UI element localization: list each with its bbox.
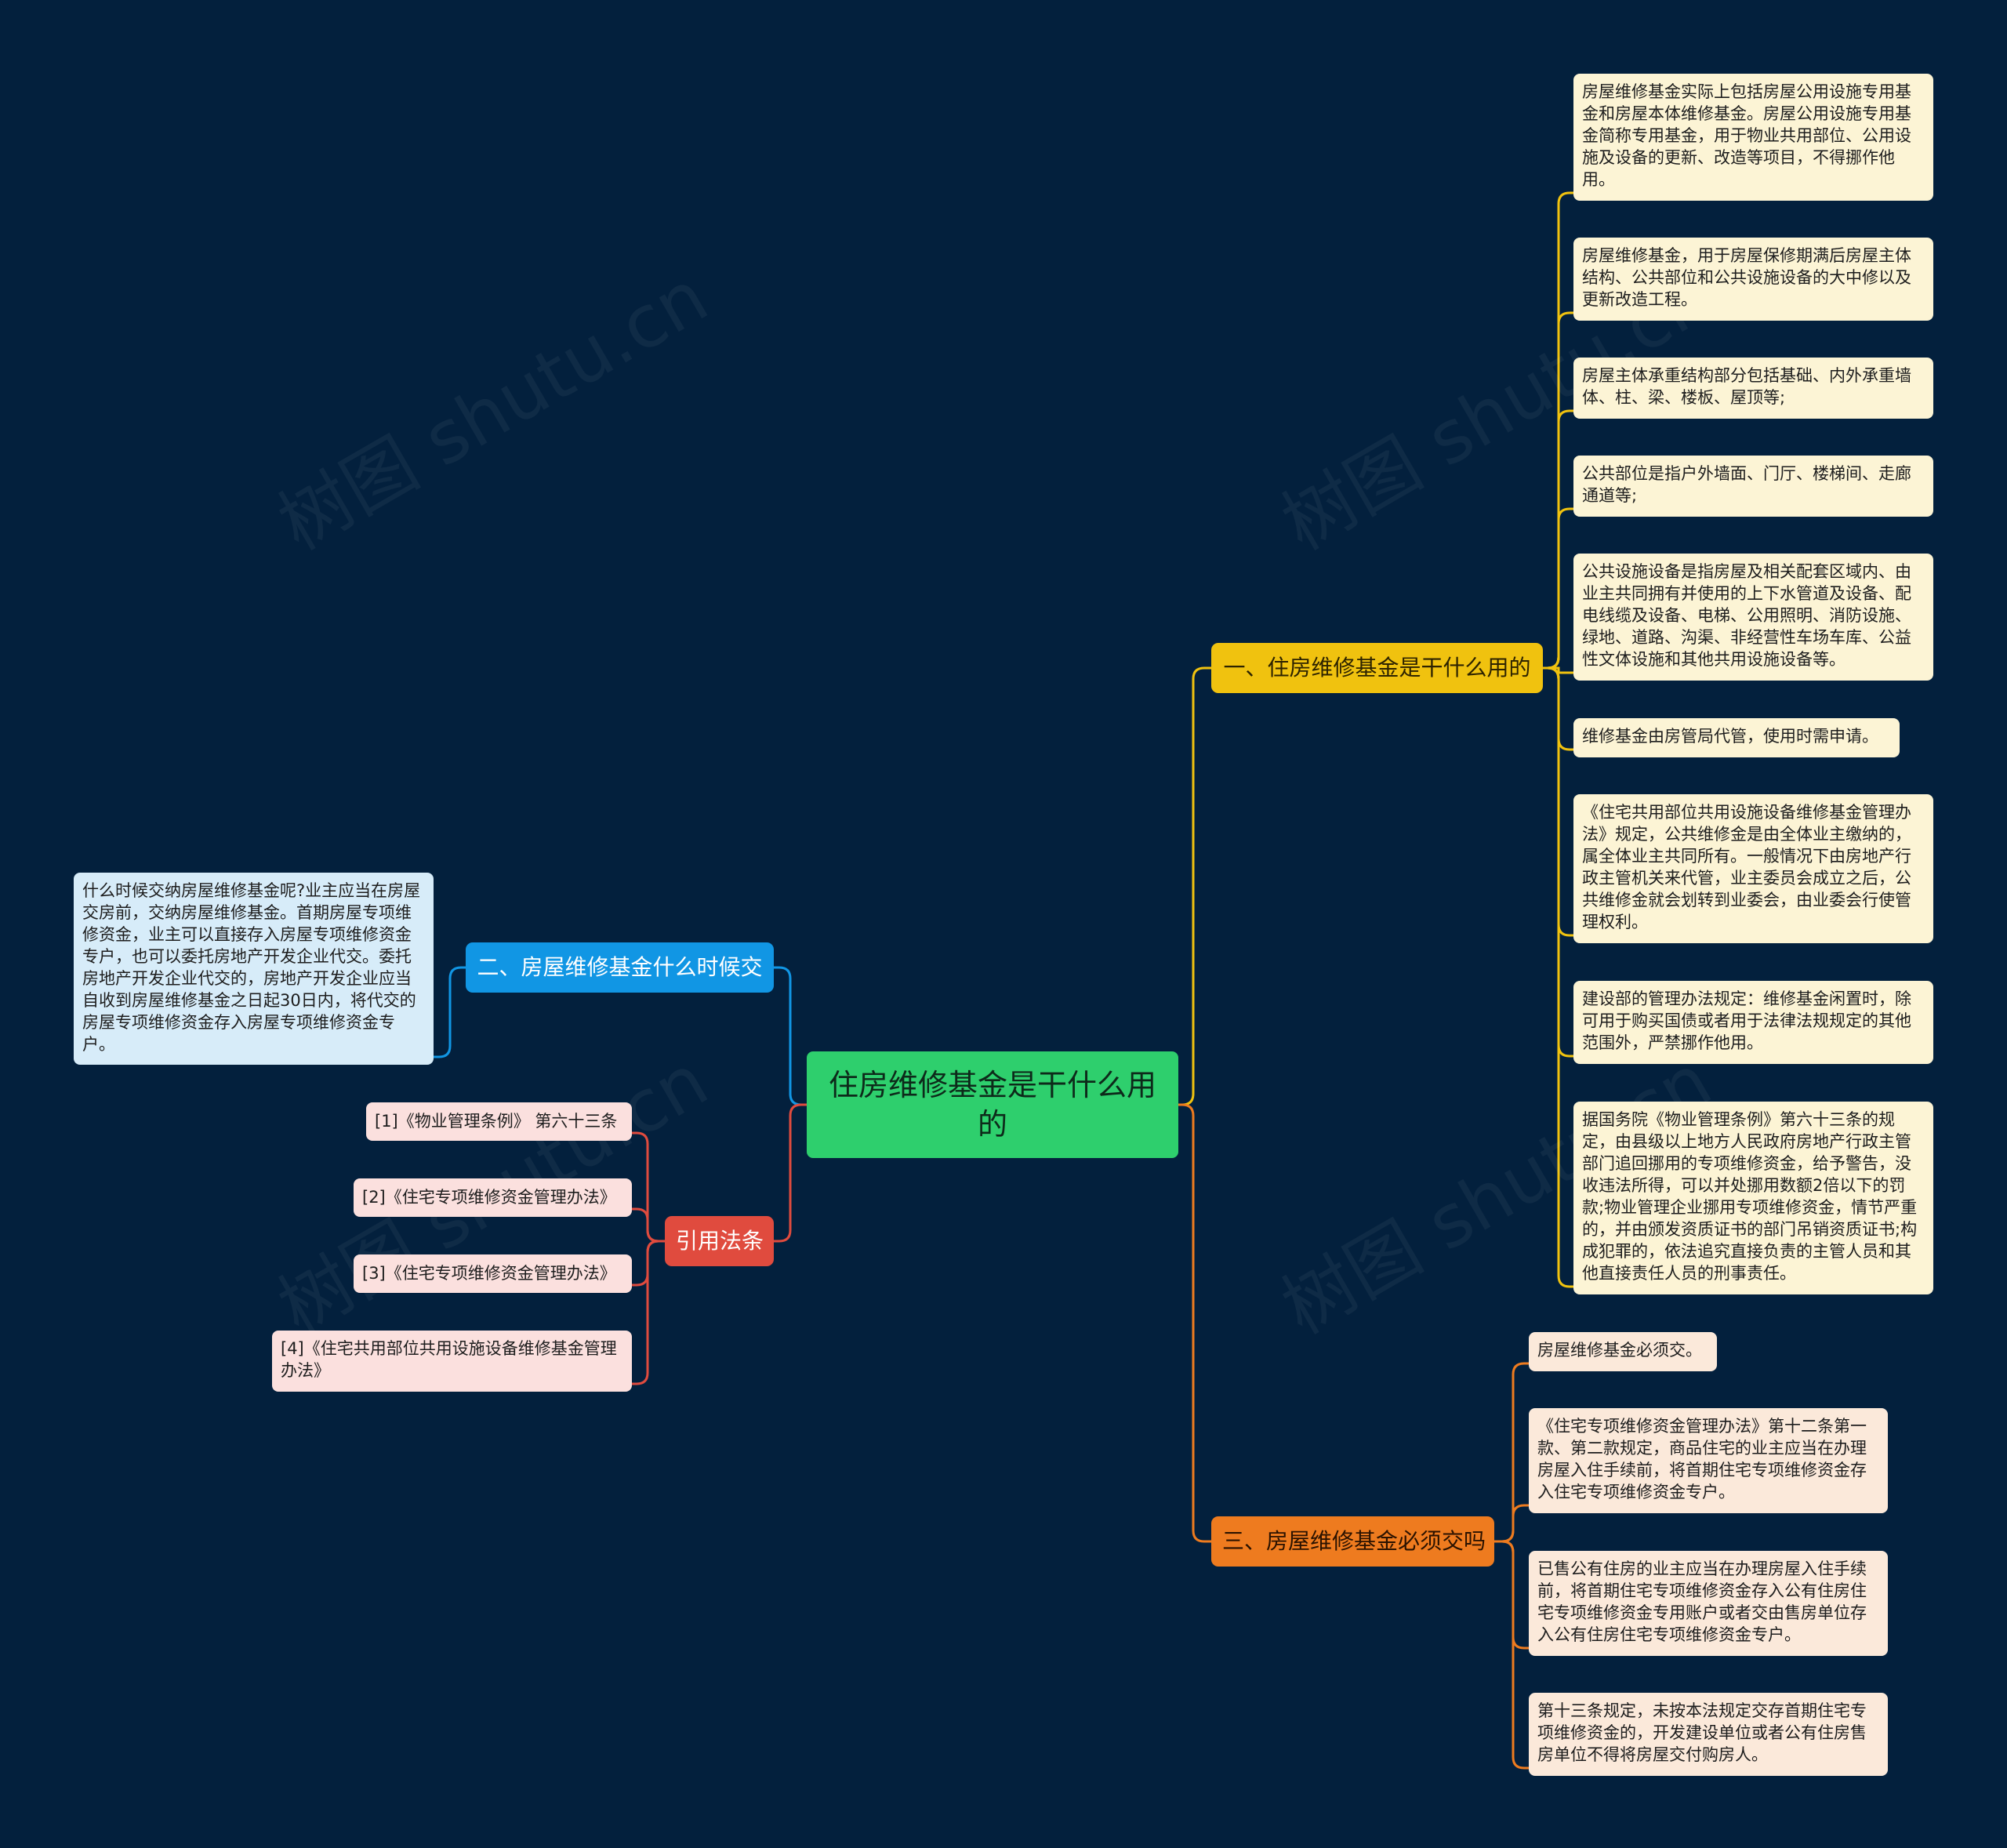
connector-b3 xyxy=(774,1103,807,1243)
connector-b1 xyxy=(1178,666,1211,1106)
leaf-must-4[interactable]: 第十三条规定，未按本法规定交存首期住宅专项维修资金的，开发建设单位或者公有住房售… xyxy=(1529,1693,1888,1776)
connector-b3-leaf xyxy=(632,1240,665,1385)
connector-b4-leaf xyxy=(1494,1504,1529,1543)
connector-b2-leaf xyxy=(434,966,466,1058)
leaf-must-3[interactable]: 已售公有住房的业主应当在办理房屋入住手续前，将首期住宅专项维修资金存入公有住房住… xyxy=(1529,1551,1888,1656)
citation-1[interactable]: [1]《物业管理条例》 第六十三条 xyxy=(366,1102,632,1141)
citation-3[interactable]: [3]《住宅专项维修资金管理办法》 xyxy=(354,1254,632,1293)
leaf-purpose-5[interactable]: 公共设施设备是指房屋及相关配套区域内、由业主共同拥有并使用的上下水管道及设备、配… xyxy=(1573,554,1933,681)
branch-must-pay[interactable]: 三、房屋维修基金必须交吗 xyxy=(1211,1516,1494,1567)
leaf-purpose-3[interactable]: 房屋主体承重结构部分包括基础、内外承重墙体、柱、梁、楼板、屋顶等; xyxy=(1573,358,1933,419)
leaf-purpose-2[interactable]: 房屋维修基金，用于房屋保修期满后房屋主体结构、公共部位和公共设施设备的大中修以及… xyxy=(1573,238,1933,321)
leaf-must-2[interactable]: 《住宅专项维修资金管理办法》第十二条第一款、第二款规定，商品住宅的业主应当在办理… xyxy=(1529,1408,1888,1513)
connector-b1-leaf xyxy=(1543,507,1573,670)
leaf-purpose-7[interactable]: 《住宅共用部位共用设施设备维修基金管理办法》规定，公共维修金是由全体业主缴纳的，… xyxy=(1573,794,1933,943)
leaf-must-1[interactable]: 房屋维修基金必须交。 xyxy=(1529,1332,1717,1371)
connector-b1-leaf xyxy=(1543,666,1573,1288)
connector-b4-leaf xyxy=(1494,1362,1529,1543)
connector-b4 xyxy=(1178,1103,1211,1543)
branch-purpose[interactable]: 一、住房维修基金是干什么用的 xyxy=(1211,643,1543,693)
connector-b4-leaf xyxy=(1494,1540,1529,1770)
connector-b2 xyxy=(774,966,807,1106)
root-topic[interactable]: 住房维修基金是干什么用的 xyxy=(807,1051,1178,1158)
leaf-purpose-9[interactable]: 据国务院《物业管理条例》第六十三条的规定，由县级以上地方人民政府房地产行政主管部… xyxy=(1573,1102,1933,1294)
leaf-purpose-4[interactable]: 公共部位是指户外墙面、门厅、楼梯间、走廊通道等; xyxy=(1573,456,1933,517)
connector-b4-leaf xyxy=(1494,1540,1529,1650)
citation-4[interactable]: [4]《住宅共用部位共用设施设备维修基金管理办法》 xyxy=(272,1331,632,1392)
leaf-purpose-8[interactable]: 建设部的管理办法规定：维修基金闲置时，除可用于购买国债或者用于法律法规规定的其他… xyxy=(1573,981,1933,1064)
citation-2[interactable]: [2]《住宅专项维修资金管理办法》 xyxy=(354,1178,632,1217)
leaf-purpose-1[interactable]: 房屋维修基金实际上包括房屋公用设施专用基金和房屋本体维修基金。房屋公用设施专用基… xyxy=(1573,74,1933,201)
branch-citations[interactable]: 引用法条 xyxy=(665,1216,774,1266)
leaf-purpose-6[interactable]: 维修基金由房管局代管，使用时需申请。 xyxy=(1573,718,1900,757)
leaf-when-1[interactable]: 什么时候交纳房屋维修基金呢?业主应当在房屋交房前，交纳房屋维修基金。首期房屋专项… xyxy=(74,873,434,1065)
branch-when-to-pay[interactable]: 二、房屋维修基金什么时候交 xyxy=(466,942,774,993)
